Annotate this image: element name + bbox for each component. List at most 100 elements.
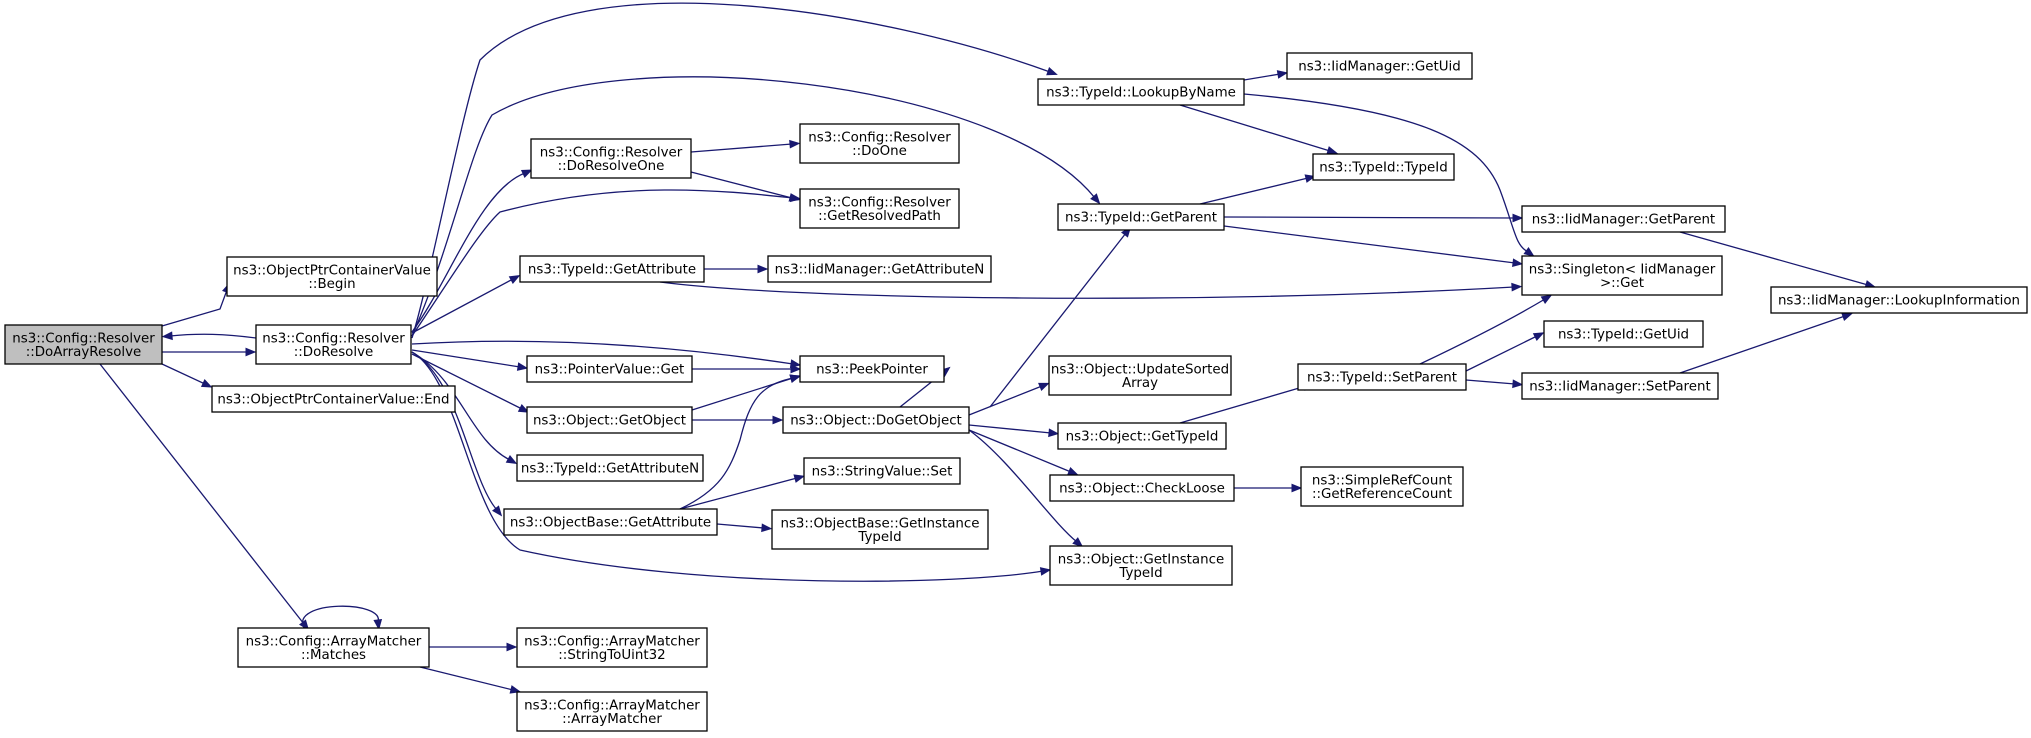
node-box: [799, 188, 960, 229]
node-tid_typeid[interactable]: ns3::TypeId::TypeId: [1312, 153, 1455, 181]
arrowhead-icon: [1072, 537, 1084, 548]
edge-line: [411, 351, 1044, 582]
edge-line: [1465, 379, 1516, 385]
node-object_gettypeid[interactable]: ns3::Object::GetTypeId: [1057, 422, 1227, 450]
node-box: [211, 385, 456, 413]
edge-tid_getattribute-to-singleton_get: [659, 281, 1523, 299]
edge-line: [690, 171, 793, 199]
arrowhead-icon: [1523, 247, 1535, 257]
edge-doresolve-to-objectbase_getattribute: [411, 351, 503, 517]
node-label-line: ns3::Object::DoGetObject: [790, 414, 962, 429]
node-tid_lookupbyname[interactable]: ns3::TypeId::LookupByName: [1037, 78, 1245, 106]
node-box: [1543, 320, 1704, 348]
node-label-line: ns3::StringValue::Set: [812, 465, 953, 480]
node-iid_lookupinformation[interactable]: ns3::IidManager::LookupInformation: [1770, 286, 2028, 314]
node-iid_setparent[interactable]: ns3::IidManager::SetParent: [1521, 372, 1719, 400]
node-label-line: ns3::PeekPointer: [816, 363, 928, 378]
node-simplerefcount_getreferencecount[interactable]: ns3::SimpleRefCount::GetReferenceCount: [1300, 466, 1464, 507]
node-box: [1521, 372, 1719, 400]
edge-line: [659, 281, 1515, 299]
node-opcv_begin[interactable]: ns3::ObjectPtrContainerValue::Begin: [226, 256, 438, 297]
node-doarrayresolve[interactable]: ns3::Config::Resolver::DoArrayResolve: [4, 324, 163, 365]
node-am_arraymatcher[interactable]: ns3::Config::ArrayMatcher::ArrayMatcher: [516, 691, 708, 732]
arrowhead-icon: [789, 374, 802, 383]
arrowhead-icon: [789, 359, 802, 368]
edge-line: [679, 377, 794, 510]
edge-line: [1223, 225, 1516, 264]
node-box: [799, 123, 960, 164]
node-label-line: ns3::SimpleRefCount: [1312, 473, 1452, 488]
edge-tid_lookupbyname-to-singleton_get: [1243, 93, 1535, 257]
node-resolver_doone[interactable]: ns3::Config::Resolver::DoOne: [799, 123, 960, 164]
node-doresolveone[interactable]: ns3::Config::Resolver::DoResolveOne: [530, 138, 692, 179]
edge-iid_setparent-to-iid_lookupinformation: [1679, 312, 1853, 374]
arrowhead-icon: [1067, 467, 1079, 476]
edge-line: [301, 605, 379, 629]
node-box: [1049, 545, 1233, 586]
node-object_dogetobject[interactable]: ns3::Object::DoGetObject: [782, 406, 970, 434]
arrowhead-icon: [1512, 379, 1524, 389]
node-object_checkloose[interactable]: ns3::Object::CheckLoose: [1049, 474, 1235, 502]
arrowhead-icon: [1532, 332, 1545, 341]
edge-line: [1243, 73, 1281, 81]
node-label-line: ns3::TypeId::GetAttribute: [528, 263, 696, 278]
node-box: [771, 509, 989, 550]
node-resolver_getresolvedpath[interactable]: ns3::Config::Resolver::GetResolvedPath: [799, 188, 960, 229]
node-label-line: ns3::TypeId::SetParent: [1307, 371, 1457, 386]
node-box: [526, 355, 693, 383]
edge-tid_getparent-to-iid_getparent: [1223, 213, 1524, 223]
node-box: [1286, 52, 1473, 80]
arrowhead-icon: [1038, 382, 1050, 391]
node-tid_setparent[interactable]: ns3::TypeId::SetParent: [1297, 363, 1467, 391]
node-label-line: ns3::PointerValue::Get: [535, 363, 685, 378]
node-label-line: ns3::Config::Resolver: [262, 331, 405, 346]
node-am_matches[interactable]: ns3::Config::ArrayMatcher::Matches: [237, 627, 430, 668]
edge-line: [411, 353, 523, 410]
edge-doresolve-to-object_getobject: [411, 353, 530, 413]
arrowhead-icon: [1512, 213, 1524, 223]
node-object_getobject[interactable]: ns3::Object::GetObject: [526, 406, 693, 434]
node-label-line: ns3::IidManager::GetAttributeN: [775, 263, 985, 278]
edge-doresolve-to-doarrayresolve: [161, 331, 257, 341]
node-label-line: ns3::Config::ArrayMatcher: [524, 698, 700, 713]
node-tid_getparent[interactable]: ns3::TypeId::GetParent: [1057, 203, 1225, 231]
edge-doresolveone-to-resolver_getresolvedpath: [690, 171, 801, 202]
node-label-line: ns3::Object::GetInstance: [1058, 552, 1224, 567]
edge-tid_getparent-to-tid_typeid: [1199, 174, 1317, 205]
node-box: [1312, 153, 1455, 181]
node-box: [1521, 205, 1726, 233]
node-tid_getuid[interactable]: ns3::TypeId::GetUid: [1543, 320, 1704, 348]
arrowhead-icon: [508, 275, 521, 284]
node-box: [1521, 255, 1723, 296]
arrowhead-icon: [793, 474, 806, 483]
node-pointervalue_get[interactable]: ns3::PointerValue::Get: [526, 355, 693, 383]
nodes-layer: ns3::Config::Resolver::DoArrayResolvens3…: [4, 52, 2028, 732]
node-box: [1037, 78, 1245, 106]
node-label-line: ns3::Config::ArrayMatcher: [524, 634, 700, 649]
arrowhead-icon: [492, 505, 503, 517]
edge-line: [411, 351, 498, 511]
node-iid_getuid[interactable]: ns3::IidManager::GetUid: [1286, 52, 1473, 80]
node-singleton_get[interactable]: ns3::Singleton< IidManager>::Get: [1521, 255, 1723, 296]
node-iid_getparent[interactable]: ns3::IidManager::GetParent: [1521, 205, 1726, 233]
node-am_stringtouint32[interactable]: ns3::Config::ArrayMatcher::StringToUint3…: [516, 627, 708, 668]
node-tid_getattributen[interactable]: ns3::TypeId::GetAttributeN: [516, 454, 704, 482]
node-opcv_end[interactable]: ns3::ObjectPtrContainerValue::End: [211, 385, 456, 413]
edge-line: [1243, 93, 1529, 253]
node-box: [237, 627, 430, 668]
node-iid_getattributen[interactable]: ns3::IidManager::GetAttributeN: [767, 255, 992, 283]
node-peekpointer[interactable]: ns3::PeekPointer: [799, 355, 945, 383]
node-label-line: ns3::TypeId::LookupByName: [1046, 86, 1236, 101]
node-doresolve[interactable]: ns3::Config::Resolver::DoResolve: [255, 324, 412, 365]
arrowhead-icon: [520, 169, 533, 178]
edge-doarrayresolve-to-opcv_begin: [161, 282, 231, 327]
node-objectbase_getattribute[interactable]: ns3::ObjectBase::GetAttribute: [503, 508, 718, 536]
node-tid_getattribute[interactable]: ns3::TypeId::GetAttribute: [519, 255, 705, 283]
node-stringvalue_set[interactable]: ns3::StringValue::Set: [803, 457, 961, 485]
node-box: [255, 324, 412, 365]
edge-line: [968, 424, 1052, 434]
node-label-line: ns3::Singleton< IidManager: [1529, 262, 1716, 277]
